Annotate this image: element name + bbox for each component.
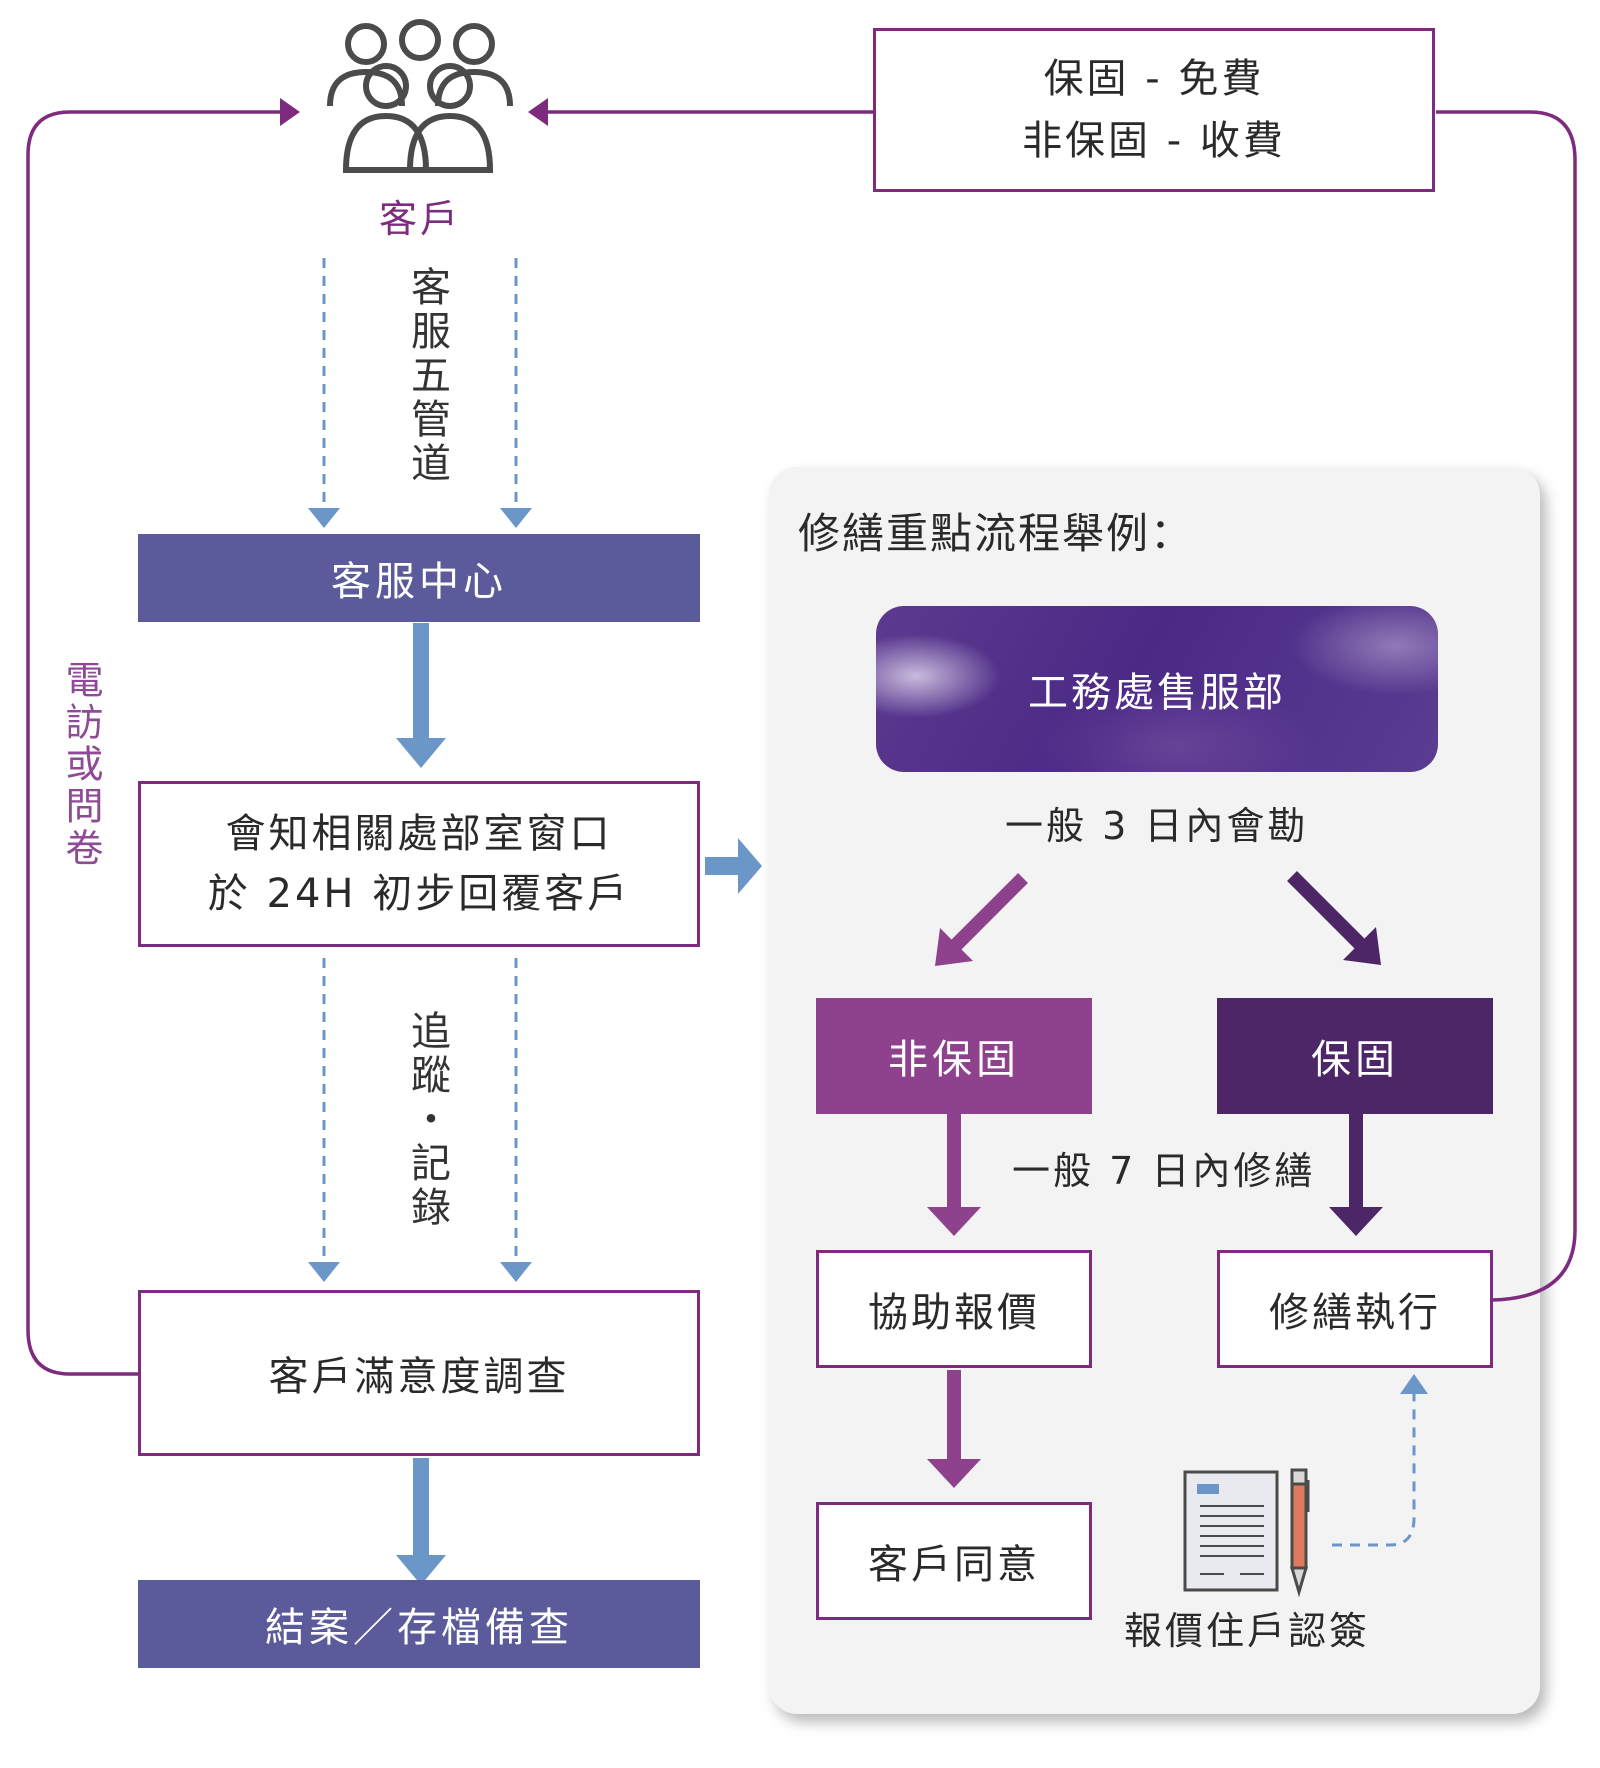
inspection-note: 一般 3 日內會勘	[1005, 804, 1309, 848]
repair-to-warranty-line	[1436, 110, 1577, 1302]
warranty-policy-box: 保固 - 免費 非保固 - 收費	[873, 28, 1435, 192]
notify-line2: 於 24H 初步回覆客戶	[207, 871, 631, 917]
channels-label: 客服五管道	[404, 266, 450, 486]
repair-execute-box: 修繕執行	[1217, 1250, 1493, 1368]
survey-to-close-arrow	[396, 1555, 446, 1585]
quote-sign-label: 報價住戶認簽	[1124, 1609, 1371, 1653]
warranty-policy-line2: 非保固 - 收費	[1022, 118, 1286, 164]
pen-icon	[1290, 1468, 1310, 1598]
quote-document-icon	[1183, 1470, 1279, 1592]
customer-group-icon	[327, 19, 513, 173]
warranty-box: 保固	[1217, 998, 1493, 1114]
feedback-loop-arrowhead	[280, 98, 300, 126]
tracking-label: 追蹤・記錄	[404, 1010, 450, 1230]
warranty-to-repair-arrow	[1329, 1207, 1383, 1236]
department-box: 工務處售服部	[876, 606, 1438, 772]
warranty-policy-line1: 保固 - 免費	[1043, 56, 1265, 102]
repair-note: 一般 7 日內修繕	[1008, 1140, 1320, 1195]
customer-label: 客戶	[378, 197, 461, 241]
warranty-to-customer-arrowhead	[528, 98, 548, 126]
close-case-box: 結案／存檔備查	[138, 1580, 700, 1668]
notify-line1: 會知相關處部室窗口	[225, 811, 613, 857]
notify-box: 會知相關處部室窗口 於 24H 初步回覆客戶	[138, 781, 700, 947]
service-center-box: 客服中心	[138, 534, 700, 622]
sign-to-repair-dashed	[1332, 1392, 1416, 1547]
diag-arrow-non-warranty	[935, 928, 973, 966]
customer-agree-box: 客戶同意	[816, 1502, 1092, 1620]
survey-box: 客戶滿意度調查	[138, 1290, 700, 1456]
service-to-notify-arrow	[396, 738, 446, 768]
feedback-loop-line	[26, 110, 290, 1376]
quote-to-agree-arrow	[927, 1459, 981, 1488]
panel-title: 修繕重點流程舉例：	[798, 509, 1195, 558]
feedback-label: 電訪或問卷	[59, 660, 103, 870]
notify-to-panel-arrow	[738, 838, 762, 894]
diag-arrow-warranty	[1343, 927, 1381, 965]
non-warranty-box: 非保固	[816, 998, 1092, 1114]
non-warranty-to-quote-arrow	[927, 1207, 981, 1236]
quote-box: 協助報價	[816, 1250, 1092, 1368]
